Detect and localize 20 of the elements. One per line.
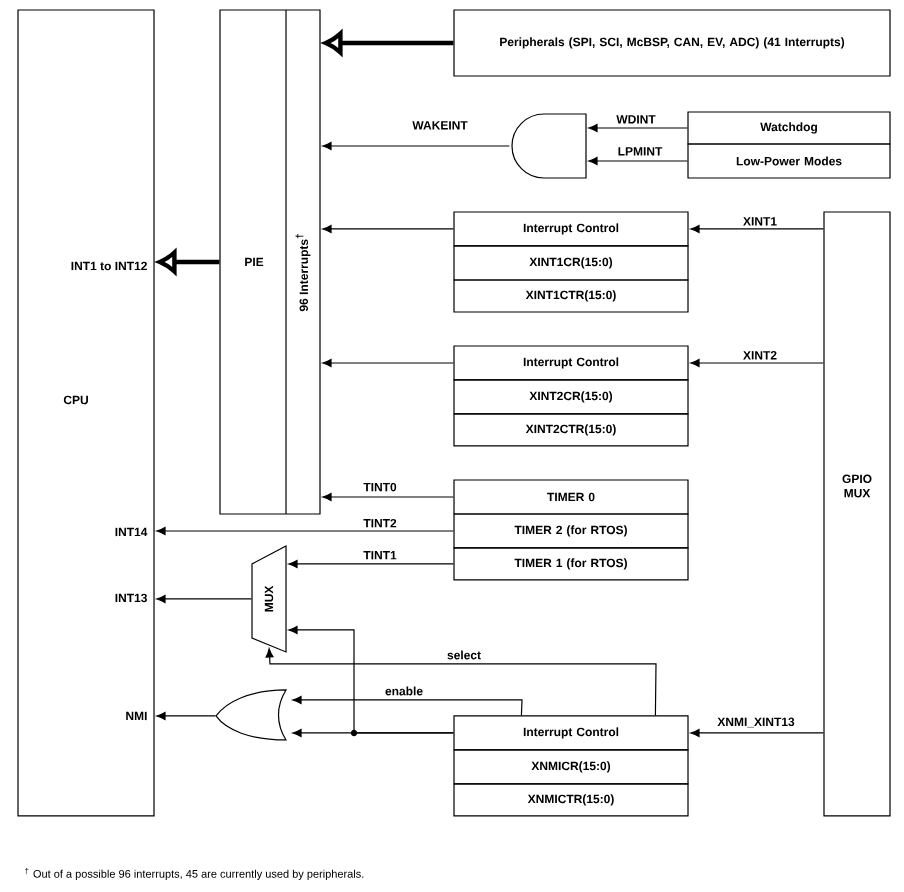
- and-gate: [511, 113, 587, 179]
- arrow: [588, 123, 688, 132]
- arrow: [322, 224, 454, 233]
- arrow: [588, 156, 688, 165]
- arrow: [322, 142, 510, 150]
- arrow: [156, 711, 216, 720]
- arrow: [323, 31, 454, 55]
- arrow: [292, 728, 454, 737]
- or-gate: [215, 689, 287, 741]
- arrow: [265, 648, 657, 716]
- arrow: [292, 695, 523, 716]
- arrow: [322, 358, 454, 367]
- arrow: [322, 492, 454, 501]
- arrow: [690, 728, 824, 737]
- arrow: [690, 358, 824, 367]
- arrow: [156, 526, 454, 535]
- arrow: [156, 594, 252, 603]
- arrow: [288, 559, 454, 568]
- arrow: [690, 224, 824, 233]
- arrow: [157, 250, 220, 274]
